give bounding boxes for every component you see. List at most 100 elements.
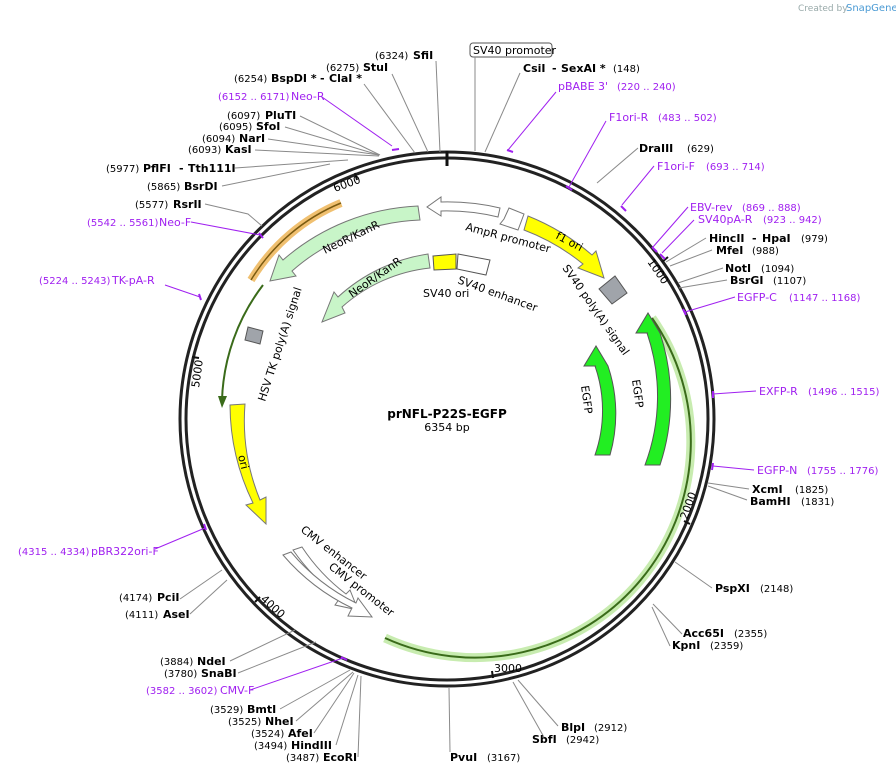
nari-pos: (6094) (202, 134, 235, 145)
sexai-name[interactable]: SexAI * (561, 62, 606, 75)
csii-name[interactable]: CsiI (523, 62, 545, 75)
neor-outer-arrow[interactable] (269, 205, 421, 282)
afei-name[interactable]: AfeI (288, 727, 313, 740)
egfp-c-pos: (1147 .. 1168) (789, 293, 861, 304)
nhei-name[interactable]: NheI (265, 715, 294, 728)
cmv-f-pos: (3582 .. 3602) (146, 686, 218, 697)
pspxi-leader (674, 561, 713, 589)
sv40-promoter-box[interactable] (469, 42, 553, 58)
sv40-enhancer-box[interactable] (456, 253, 491, 276)
pbr322ori-f-name[interactable]: pBR322ori-F (91, 545, 159, 558)
pcii-leader (179, 569, 223, 600)
cmv-f-leader (249, 657, 344, 691)
sfii-name[interactable]: SfiI (413, 49, 433, 62)
stui-name[interactable]: StuI (363, 61, 388, 74)
mfei-pos: (988) (752, 246, 779, 257)
hpai-name[interactable]: HpaI (762, 232, 791, 245)
exfp-r-leader (712, 390, 757, 395)
left-green-arrow[interactable] (221, 284, 264, 401)
pvui-name[interactable]: PvuI (450, 751, 477, 764)
sbfi-name[interactable]: SbfI (532, 733, 557, 746)
tk-pa-r-name[interactable]: TK-pA-R (111, 274, 155, 287)
clai-name[interactable]: ClaI * (329, 72, 362, 85)
bamhi-pos: (1831) (801, 497, 834, 508)
noti-name[interactable]: NotI (725, 262, 751, 275)
kpni-name[interactable]: KpnI (672, 639, 700, 652)
tick-3000-mark (491, 670, 494, 679)
xcmi-pos: (1825) (795, 485, 828, 496)
acc65i-name[interactable]: Acc65I (683, 627, 724, 640)
ecori-name[interactable]: EcoRI (323, 751, 357, 764)
ndei-name[interactable]: NdeI (197, 655, 226, 668)
f1-ori-arrow[interactable] (523, 215, 605, 279)
pbr322ori-f-pos: (4315 .. 4334) (18, 547, 90, 558)
pluti-name[interactable]: PluTI (265, 109, 296, 122)
sv40-polya-box[interactable] (598, 275, 628, 305)
sv40-polya-label: SV40 poly(A) signal (560, 262, 632, 357)
tick-1000-mark (661, 256, 669, 263)
pluti-pos: (6097) (227, 111, 260, 122)
bmti-name[interactable]: BmtI (247, 703, 276, 716)
draiii-leader (596, 147, 639, 184)
asei-name[interactable]: AseI (163, 608, 190, 621)
pspxi-pos: (2148) (760, 584, 793, 595)
bsrdi-leader (221, 163, 331, 187)
rsrii-name[interactable]: RsrII (173, 198, 202, 211)
f1ori-f-pos: (693 .. 714) (706, 162, 765, 173)
tth111i-name[interactable]: Tth111I (188, 162, 236, 175)
kasi-name[interactable]: KasI (225, 143, 252, 156)
draiii-name[interactable]: DraIII (639, 142, 673, 155)
blpi-name[interactable]: BlpI (561, 721, 585, 734)
cmv-promoter-arrow[interactable] (282, 551, 374, 618)
egfp-n-name[interactable]: EGFP-N (757, 464, 797, 477)
stui-pos: (6275) (326, 63, 359, 74)
pcii-name[interactable]: PciI (157, 591, 179, 604)
cmv-f-name[interactable]: CMV-F (220, 684, 254, 697)
hindiii-leader (335, 674, 359, 746)
ori-label: ori (235, 454, 251, 471)
ampr-small-arrow[interactable] (499, 207, 525, 231)
hincii-name[interactable]: HincII (709, 232, 745, 245)
neor-inner-arrow[interactable] (321, 253, 431, 323)
nari-name[interactable]: NarI (239, 132, 265, 145)
ori-arrow[interactable] (229, 403, 267, 526)
ampr-promoter-arrow[interactable] (426, 196, 501, 218)
hindiii-name[interactable]: HindIII (291, 739, 332, 752)
exfp-r-name[interactable]: EXFP-R (759, 385, 798, 398)
egfp-outer-arrow[interactable] (635, 312, 672, 466)
sfoi-name[interactable]: SfoI (256, 120, 280, 133)
neo-highlight-line (250, 202, 342, 281)
selection-highlight (383, 315, 696, 663)
pflfi-pos: (5977) (106, 164, 139, 175)
hsv-polya-box[interactable] (244, 326, 264, 345)
neo-f-name[interactable]: Neo-F (159, 216, 191, 229)
neo-r-name[interactable]: Neo-R (291, 90, 325, 103)
selection-arc (384, 317, 692, 659)
bspdi-name[interactable]: BspDI * (271, 72, 317, 85)
bamhi-name[interactable]: BamHI (750, 495, 791, 508)
sfii-pos: (6324) (375, 51, 408, 62)
pflfi-name[interactable]: PflFI (143, 162, 171, 175)
egfp-inner-arrow[interactable] (583, 345, 617, 456)
sbfi-leader (512, 681, 546, 740)
egfp-c-name[interactable]: EGFP-C (737, 291, 777, 304)
snapgene-logo: SnapGene (846, 3, 896, 14)
bsrgi-name[interactable]: BsrGI (730, 274, 763, 287)
xcmi-name[interactable]: XcmI (752, 483, 783, 496)
ebv-rev-name[interactable]: EBV-rev (690, 201, 733, 214)
bsrdi-name[interactable]: BsrDI (184, 180, 218, 193)
f1ori-f-name[interactable]: F1ori-F (657, 160, 695, 173)
snabi-name[interactable]: SnaBI (201, 667, 237, 680)
sv40-promoter-label: SV40 promoter (473, 44, 557, 57)
created-by-label: Created by (798, 4, 848, 14)
f1ori-r-name[interactable]: F1ori-R (609, 111, 649, 124)
ebv-rev-leader (652, 206, 689, 248)
ebv-rev-pos: (869 .. 888) (742, 203, 801, 214)
sv40-ori-label: SV40 ori (423, 287, 469, 300)
mfei-name[interactable]: MfeI (716, 244, 743, 257)
sv40pa-r-name[interactable]: SV40pA-R (698, 213, 753, 226)
egfp-c-leader (684, 296, 736, 313)
pspxi-name[interactable]: PspXI (715, 582, 750, 595)
sv40-ori-box[interactable] (432, 253, 457, 271)
pbabe3-name[interactable]: pBABE 3' (558, 80, 608, 93)
